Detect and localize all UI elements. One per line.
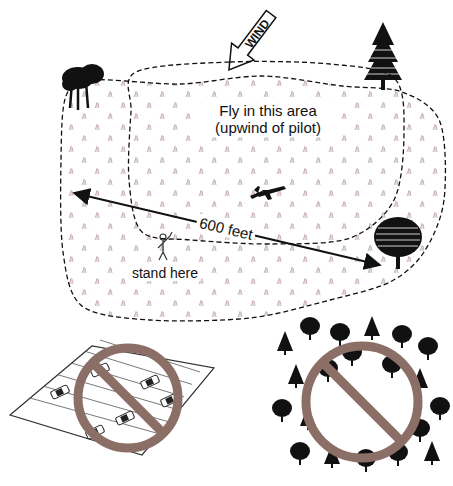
wind-arrow: WIND [216, 4, 283, 80]
field-boundary-outline [60, 50, 448, 326]
grass-texture [0, 0, 453, 340]
wind-arrow-text: WIND [243, 17, 273, 51]
flying-area-text: Fly in this area (upwind of pilot) [198, 102, 338, 137]
parking-lot [10, 340, 214, 455]
dimension-label: 600 feet [195, 213, 258, 244]
tree [62, 64, 104, 110]
field-boundary-text: stand here [129, 265, 201, 281]
field-boundary: stand here Fly in this area (upwind of pi… [60, 50, 448, 326]
prohibition-sign [78, 348, 178, 448]
dimension-arrow [74, 193, 380, 265]
flying-area: Fly in this area (upwind of pilot) [125, 58, 410, 250]
glider [250, 186, 286, 200]
pilot-figure [158, 232, 172, 260]
tree [374, 217, 422, 269]
prohibition-sign [306, 346, 418, 458]
forest [272, 316, 450, 472]
flying-area-outline [125, 58, 410, 250]
